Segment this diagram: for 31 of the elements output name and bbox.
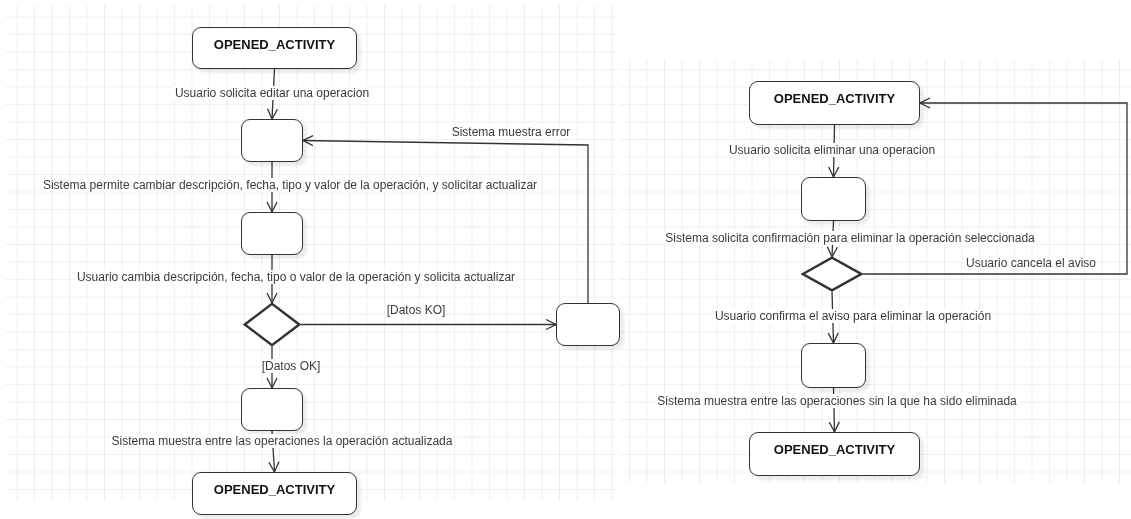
edge-label: Usuario solicita editar una operacion — [173, 86, 371, 100]
activity-box — [241, 119, 303, 162]
decision-diamond — [801, 257, 863, 291]
activity-box — [241, 388, 303, 431]
decision-diamond — [243, 303, 301, 346]
arrow — [862, 97, 1128, 275]
edge-label: Usuario cambia descripción, fecha, tipo o valor de la operación y solicita actualizar — [75, 270, 517, 284]
state-box — [192, 27, 357, 69]
state-box — [749, 432, 920, 476]
edge-label: Sistema muestra error — [450, 125, 572, 139]
arrow — [302, 135, 589, 304]
state-box — [192, 472, 357, 515]
activity-box — [801, 343, 866, 388]
edge-label: [Datos KO] — [385, 303, 447, 317]
state-name: OPENED_ACTIVITY — [772, 442, 897, 457]
state-name: OPENED_ACTIVITY — [212, 37, 337, 52]
edge-label: Sistema solicita confirmación para eliminar la operación seleccionada — [664, 231, 1036, 245]
edge-label: Usuario solicita eliminar una operacion — [727, 143, 937, 157]
activity-box — [241, 212, 303, 255]
edge-label: Sistema muestra entre las operaciones sin la que ha sido eliminada — [656, 394, 1018, 408]
state-box — [749, 81, 920, 125]
state-name: OPENED_ACTIVITY — [772, 91, 897, 106]
arrow — [300, 318, 557, 331]
edge-label: Sistema muestra entre las operaciones la operación actualizada — [110, 434, 454, 448]
edge-label: Sistema permite cambiar descripción, fecha, tipo y valor de la operación, y solicitar actualizar — [41, 178, 539, 192]
edge-label: [Datos OK] — [260, 359, 322, 373]
state-name: OPENED_ACTIVITY — [212, 482, 337, 497]
edge-label: Usuario cancela el aviso — [964, 256, 1098, 270]
activity-box — [556, 303, 620, 346]
activity-box — [801, 177, 866, 221]
edge-label: Usuario confirma el aviso para eliminar la operación — [713, 309, 993, 323]
